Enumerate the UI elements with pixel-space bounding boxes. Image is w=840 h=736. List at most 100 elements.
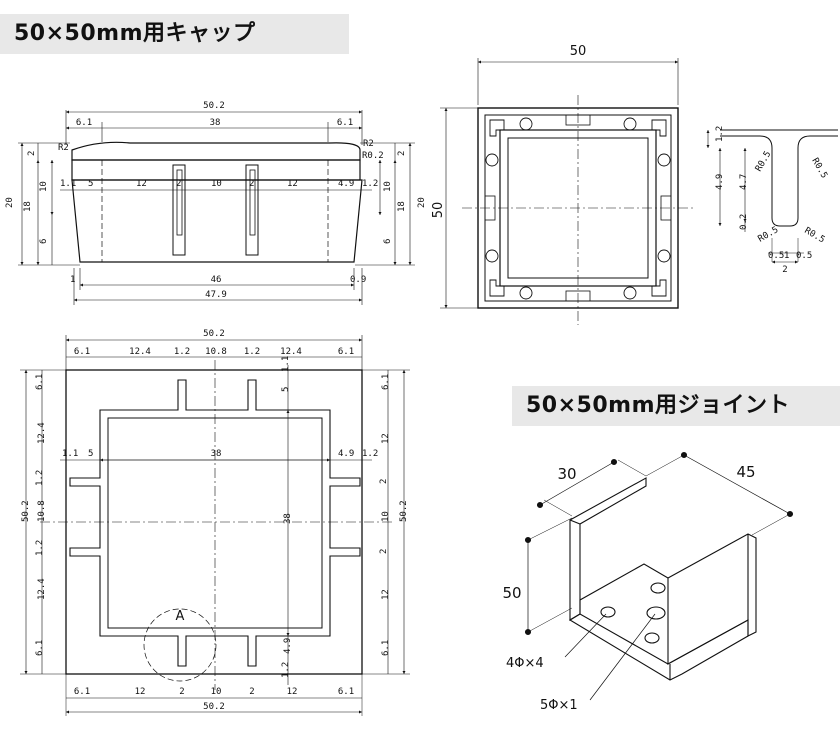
bot-50-2: 50.2: [203, 702, 225, 712]
side-h-18-left: 18: [23, 201, 33, 212]
joint-dim-30: 30: [557, 465, 576, 483]
detail-r05-a: R0.5: [754, 150, 774, 174]
left-1-2-a: 1.2: [35, 470, 45, 486]
bot-12-a: 12: [135, 687, 146, 697]
joint-hole-4: 4Φ×4: [506, 656, 544, 671]
cap-title: 50×50mm用キャップ: [0, 14, 349, 54]
joint-labels: 30 45 50 4Φ×4 5Φ×1: [502, 463, 755, 713]
side-h-20-left: 20: [5, 197, 15, 208]
side-h-10-left: 10: [39, 181, 49, 192]
top-dim-12-4-b: 12.4: [280, 347, 302, 357]
left-50-2: 50.2: [21, 500, 31, 522]
top-dim-50-2: 50.2: [203, 329, 225, 339]
right-50-2: 50.2: [399, 500, 409, 522]
top-inner-38: 38: [211, 449, 222, 459]
bot-12-b: 12: [287, 687, 298, 697]
detail-0-2: 0.2: [739, 214, 749, 230]
right-2-b: 2: [379, 549, 389, 554]
profile-view: [440, 58, 694, 325]
side-h-20-right: 20: [417, 197, 427, 208]
side-radius-right-small: R0.2: [362, 151, 384, 161]
side-row-12-b: 12: [287, 179, 298, 189]
bot-6-1-a: 6.1: [74, 687, 90, 697]
right-6-1-b: 6.1: [381, 640, 391, 656]
right-6-1-a: 6.1: [381, 374, 391, 390]
side-row-4-9: 4.9: [338, 179, 354, 189]
joint-hole-5: 5Φ×1: [540, 698, 578, 713]
side-row-10: 10: [211, 179, 222, 189]
top-inner-1-1: 1.1: [62, 449, 78, 459]
side-h-6-right: 6: [383, 239, 393, 244]
top-dim-6-1-b: 6.1: [338, 347, 354, 357]
left-6-1-a: 6.1: [35, 374, 45, 390]
detail-4-9: 4.9: [715, 174, 725, 190]
detail-1-2: 1.2: [715, 126, 725, 142]
side-row-12-a: 12: [136, 179, 147, 189]
side-h-2-right: 2: [397, 151, 407, 156]
right-10: 10: [381, 511, 391, 522]
left-1-2-b: 1.2: [35, 540, 45, 556]
side-h-6-left: 6: [39, 239, 49, 244]
right-12-b: 12: [381, 589, 391, 600]
side-radius-left: R2: [58, 143, 69, 153]
detail-4-7: 4.7: [739, 174, 749, 190]
detail-w-2: 2: [782, 265, 787, 275]
left-12-4-a: 12.4: [37, 422, 47, 444]
side-dim-38: 38: [210, 118, 221, 128]
detail-w-0-5-a: 0.5: [768, 251, 784, 261]
top-dim-6-1-a: 6.1: [74, 347, 90, 357]
top-vert-1-1: 1.1: [281, 356, 291, 372]
joint-drawing: [524, 451, 794, 701]
side-bot-0-9: 0.9: [350, 275, 366, 285]
side-dim-6-1-left: 6.1: [76, 118, 92, 128]
top-vert-1-2: 1.2: [281, 662, 291, 678]
profile-width: 50: [570, 44, 587, 59]
detail-a-label: A: [176, 609, 185, 624]
side-bot-47-9: 47.9: [205, 290, 227, 300]
side-radius-right: R2: [363, 139, 374, 149]
cap-top-view-labels: 50.2 6.1 12.4 1.2 10.8 1.2 12.4 6.1 1.1 …: [21, 329, 409, 712]
detail-view: [706, 129, 838, 264]
detail-r05-c: R0.5: [757, 225, 781, 245]
joint-dim-45: 45: [736, 463, 755, 481]
side-row-1-2: 1.2: [362, 179, 378, 189]
side-h-2-left: 2: [27, 151, 37, 156]
bot-2-b: 2: [249, 687, 254, 697]
side-row-2-a: 2: [176, 179, 181, 189]
side-bot-46: 46: [211, 275, 222, 285]
top-dim-1-2-a: 1.2: [174, 347, 190, 357]
bot-6-1-b: 6.1: [338, 687, 354, 697]
joint-dim-50: 50: [502, 584, 521, 602]
detail-w-1: 1: [784, 251, 789, 261]
joint-title: 50×50mm用ジョイント: [512, 386, 840, 426]
side-row-1-1: 1.1: [60, 179, 76, 189]
side-row-5: 5: [88, 179, 93, 189]
cap-top-view: [20, 335, 410, 716]
top-vert-4-9: 4.9: [283, 638, 293, 654]
top-inner-5: 5: [88, 449, 93, 459]
detail-r05-b: R0.5: [809, 157, 829, 181]
top-dim-12-4-a: 12.4: [129, 347, 151, 357]
detail-r05-d: R0.5: [803, 226, 827, 246]
side-h-10-right: 10: [383, 181, 393, 192]
bot-10: 10: [211, 687, 222, 697]
top-vert-38: 38: [283, 513, 293, 524]
bot-2-a: 2: [179, 687, 184, 697]
profile-view-labels: 50 50: [431, 44, 586, 218]
side-h-18-right: 18: [397, 201, 407, 212]
top-dim-10-8: 10.8: [205, 347, 227, 357]
detail-w-0-5-b: 0.5: [796, 251, 812, 261]
cap-side-view: [18, 110, 415, 305]
cap-side-view-labels: 50.2 6.1 38 6.1 R2 R2 R0.2 20 18 2 10 6 …: [5, 101, 427, 300]
right-2-a: 2: [379, 479, 389, 484]
side-dim-50-2: 50.2: [203, 101, 225, 111]
top-inner-1-2: 1.2: [362, 449, 378, 459]
left-10-8: 10.8: [37, 500, 47, 522]
top-dim-1-2-b: 1.2: [244, 347, 260, 357]
side-bot-1: 1: [70, 275, 75, 285]
top-inner-4-9: 4.9: [338, 449, 354, 459]
right-12-a: 12: [381, 433, 391, 444]
side-row-2-b: 2: [249, 179, 254, 189]
side-dim-6-1-right: 6.1: [337, 118, 353, 128]
